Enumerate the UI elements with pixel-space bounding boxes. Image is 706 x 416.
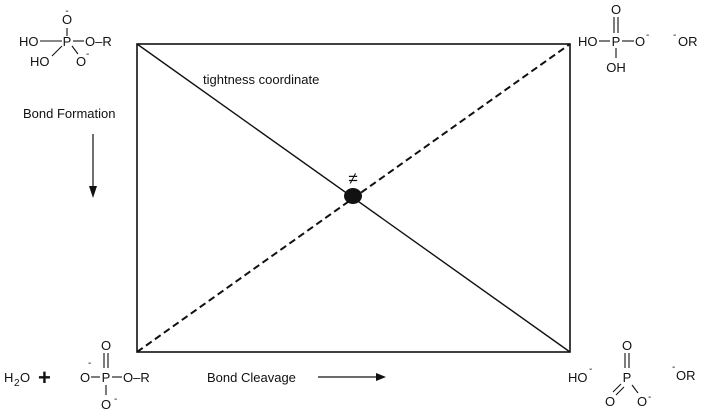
- intermediate-phosphate-and-alkoxide: O HO P O - OH - OR: [578, 2, 698, 75]
- svg-text:O: O: [76, 54, 86, 69]
- svg-text:2: 2: [14, 378, 20, 389]
- svg-text:-: -: [672, 362, 675, 373]
- svg-text:O: O: [80, 370, 90, 385]
- svg-text:-: -: [65, 6, 68, 17]
- product-metaphosphate: HO - O P O O - - OR: [568, 338, 696, 409]
- svg-text:HO: HO: [19, 34, 39, 49]
- svg-text:HO: HO: [30, 54, 50, 69]
- svg-text:-: -: [589, 364, 592, 375]
- transition-state-symbol: ≠: [348, 169, 357, 188]
- svg-text:OR: OR: [678, 34, 698, 49]
- reactant-water-plus-monoester: H 2 O + - O P O O–R O -: [4, 338, 150, 412]
- svg-text:OH: OH: [606, 60, 626, 75]
- svg-text:+: +: [38, 365, 51, 390]
- svg-text:O: O: [62, 12, 72, 27]
- svg-text:O: O: [605, 394, 615, 409]
- svg-text:O: O: [635, 34, 645, 49]
- svg-text:-: -: [648, 392, 651, 403]
- transition-state-dot: [344, 188, 362, 204]
- svg-text:P: P: [63, 34, 72, 49]
- bond-cleavage-arrowhead: [376, 373, 386, 381]
- svg-text:P: P: [102, 370, 111, 385]
- svg-text:O: O: [101, 397, 111, 412]
- svg-text:HO: HO: [578, 34, 598, 49]
- svg-text:P: P: [612, 34, 621, 49]
- tightness-label: tightness coordinate: [203, 72, 319, 87]
- reaction-coordinate-box: [136, 43, 571, 353]
- svg-text:O: O: [20, 370, 30, 385]
- svg-text:O: O: [101, 338, 111, 353]
- svg-text:-: -: [646, 30, 649, 41]
- svg-text:-: -: [114, 394, 117, 405]
- bond-formation-label: Bond Formation: [23, 106, 116, 121]
- svg-text:H: H: [4, 370, 13, 385]
- svg-text:-: -: [673, 30, 676, 41]
- svg-text:O: O: [611, 2, 621, 17]
- bond-cleavage-label: Bond Cleavage: [207, 370, 296, 385]
- svg-text:O: O: [637, 394, 647, 409]
- svg-text:O–R: O–R: [85, 34, 112, 49]
- svg-text:O: O: [622, 338, 632, 353]
- svg-text:-: -: [88, 358, 91, 369]
- reactant-monoester: - O HO P O–R HO O -: [19, 6, 112, 69]
- svg-text:P: P: [623, 370, 632, 385]
- svg-text:OR: OR: [676, 368, 696, 383]
- svg-text:-: -: [86, 49, 89, 60]
- bond-formation-arrowhead: [89, 186, 97, 198]
- svg-text:O–R: O–R: [123, 370, 150, 385]
- svg-text:HO: HO: [568, 370, 588, 385]
